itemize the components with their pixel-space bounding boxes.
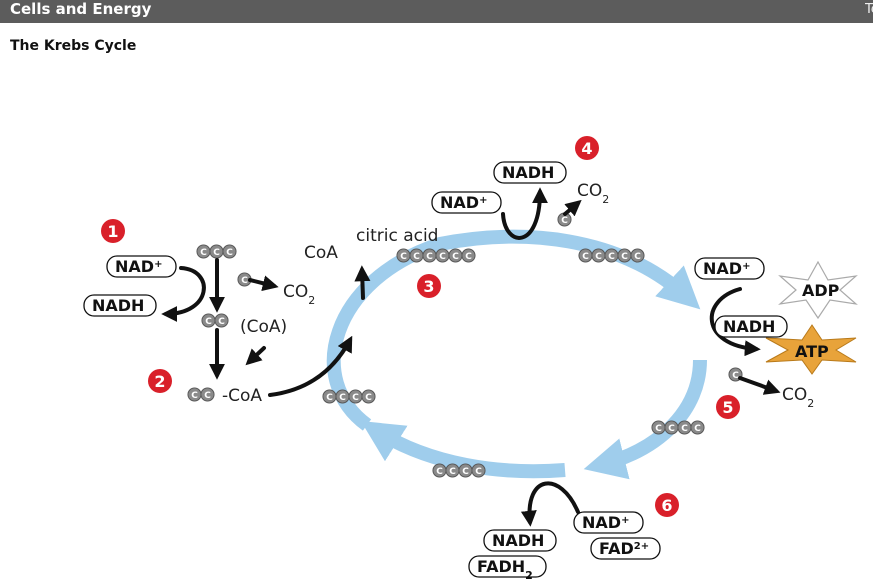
carbon-letter: C [452,252,459,262]
nadh-pill-step5-text: NADH [723,317,775,336]
carbon-letter: C [561,216,568,226]
carbon-letter: C [352,393,359,403]
carbon-letter: C [449,467,456,477]
fadh2-pill-step6: FADH2 [468,555,547,582]
title-bar: Cells and Energy Te [0,0,873,23]
acetyl-coa-label: -CoA [222,386,262,406]
svg-text:6: 6 [661,496,672,515]
carbon-letter: C [204,391,211,401]
step-badges: 1 2 3 4 5 6 [101,136,740,517]
svg-text:5: 5 [722,398,733,417]
step-4-badge: 4 [575,136,599,160]
carbon-letter: C [365,393,372,403]
carbon-letter: C [634,252,641,262]
text-labels: (CoA) -CoA CoA citric acid [222,226,438,406]
nad-pill-step6-text: NAD+ [582,513,629,532]
header-right-text: Te [865,2,873,17]
carbon-letter: C [326,393,333,403]
carbon-letter: C [608,252,615,262]
nadh-pill-step6-text: NADH [492,531,544,550]
step-2-badge: 2 [148,369,172,393]
nadh-pill-step4: NADH [493,161,567,184]
step-3-badge: 3 [417,274,441,298]
nad-pill-step4-text: NAD+ [440,193,487,212]
carbon-letter: C [694,424,701,434]
carbon-letter: C [582,252,589,262]
fadh2-pill-step6-text: FADH2 [477,557,533,582]
carbon-letter: C [339,393,346,403]
nadh-pill-step5: NADH [714,315,788,338]
co2-label-step4: CO2 [577,181,609,206]
released-carbon-step4: C [557,212,572,227]
step-6-badge: 6 [655,493,679,517]
citric-acid-label: citric acid [356,226,438,246]
co2-label-step5: CO2 [782,385,814,410]
chapter-title: Cells and Energy [10,0,152,18]
co2-label-step1: CO2 [283,282,315,307]
carbon-letter: C [621,252,628,262]
coa-paren-label: (CoA) [240,317,287,337]
nadh-pill-step1-text: NADH [92,296,144,315]
carbon-letter: C [465,252,472,262]
released-carbon-step1: C [237,272,252,287]
svg-text:3: 3 [423,277,434,296]
nadh-pill-step4-text: NADH [502,163,554,182]
carbon-letter: C [668,424,675,434]
svg-text:4: 4 [581,139,592,158]
step-5-badge: 5 [716,395,740,419]
svg-text:ADP: ADP [802,281,840,300]
carbon-letter: C [732,371,739,381]
carbon-letter: C [191,391,198,401]
carbon-letter: C [218,317,225,327]
carbon-letter: C [426,252,433,262]
carbon-letter: C [439,252,446,262]
carbon-letter: C [681,424,688,434]
carbon-letter: C [241,276,248,286]
coa-label: CoA [304,243,338,263]
svg-text:1: 1 [107,222,118,241]
carbon-letter: C [462,467,469,477]
carbon-letter: C [655,424,662,434]
nadh-pill-step1: NADH [83,294,157,317]
carbon-letter: C [595,252,602,262]
carbon-letter: C [436,467,443,477]
carbon-letter: C [205,317,212,327]
nad-pill-step5-text: NAD+ [703,259,750,278]
cycle-ring [326,229,707,480]
svg-text:ATP: ATP [795,342,829,361]
nad-pill-step5: NAD+ [694,257,765,280]
nad-pill-step4: NAD+ [431,191,502,214]
carbon-letter: C [213,248,220,258]
carbon-letter: C [400,252,407,262]
fad-pill-step6-text: FAD2+ [599,539,649,558]
svg-text:2: 2 [154,372,165,391]
nad-pill-step1: NAD+ [106,255,177,278]
released-carbon-step5: C [728,367,743,382]
adp-burst: ADP [778,260,858,320]
diagram-title: The Krebs Cycle [10,38,137,54]
carbon-letter: C [200,248,207,258]
reaction-arrows [161,187,781,527]
carbon-letter: C [475,467,482,477]
fad-pill-step6: FAD2+ [590,537,661,560]
atp-burst: ATP [765,324,857,375]
nadh-pill-step6: NADH [483,529,557,552]
nad-pill-step1-text: NAD+ [115,257,162,276]
carbon-letter: C [413,252,420,262]
nad-pill-step6: NAD+ [573,511,644,534]
step-1-badge: 1 [101,219,125,243]
carbon-letter: C [226,248,233,258]
